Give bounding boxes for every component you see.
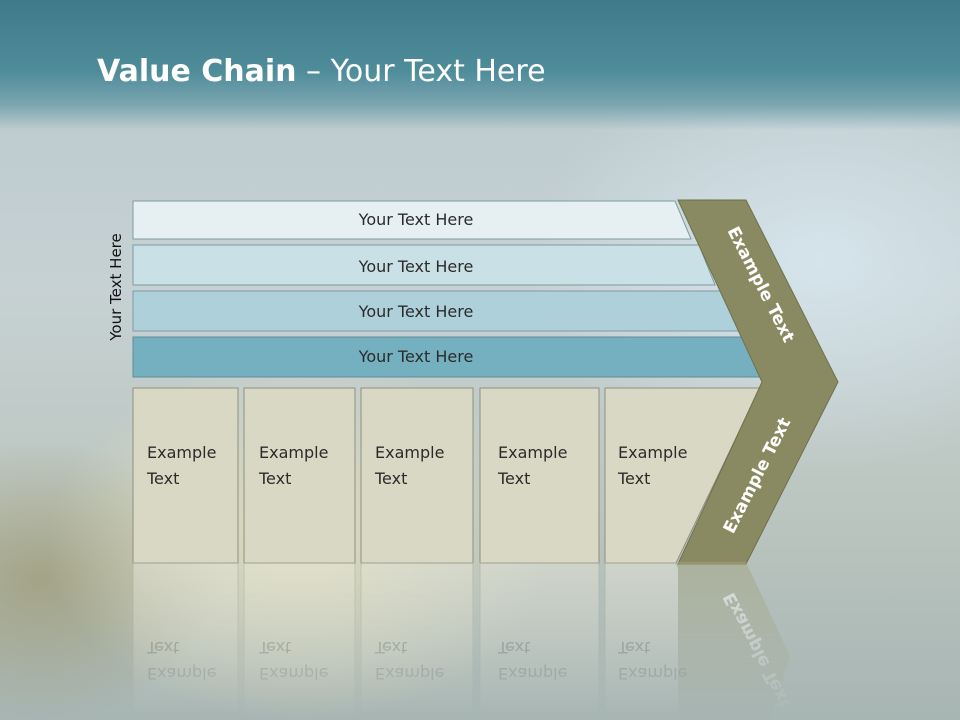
diagram-reflection: Text Example Text Example Text Example T… (132, 562, 795, 720)
slide-title: Value Chain – Your Text Here (97, 54, 546, 89)
svg-text:Example: Example (618, 664, 687, 683)
svg-text:Text: Text (258, 638, 291, 657)
column-2 (243, 387, 356, 564)
svg-text:Example: Example (375, 664, 444, 683)
bar-2-shape (132, 244, 716, 286)
svg-text:Text: Text (497, 638, 530, 657)
column-1 (132, 387, 239, 564)
title-rest: – Your Text Here (296, 54, 546, 89)
column-3 (360, 387, 474, 564)
title-bold: Value Chain (97, 54, 297, 89)
bar-1-label: Your Text Here (358, 210, 474, 229)
title-bar (0, 0, 960, 130)
column-4 (479, 387, 600, 564)
bar-4-label: Your Text Here (358, 347, 474, 366)
svg-text:Text: Text (374, 638, 407, 657)
svg-text:Example: Example (259, 664, 328, 683)
activity-bars: Your Text Here Your Text Here Your Text … (132, 200, 764, 378)
svg-text:Example: Example (147, 664, 216, 683)
bar-2-label: Your Text Here (358, 257, 474, 276)
svg-text:Example: Example (498, 664, 567, 683)
bar-3-label: Your Text Here (358, 302, 474, 321)
bar-1-shape (132, 200, 692, 240)
svg-text:Text: Text (617, 638, 650, 657)
svg-text:Text: Text (146, 638, 179, 657)
